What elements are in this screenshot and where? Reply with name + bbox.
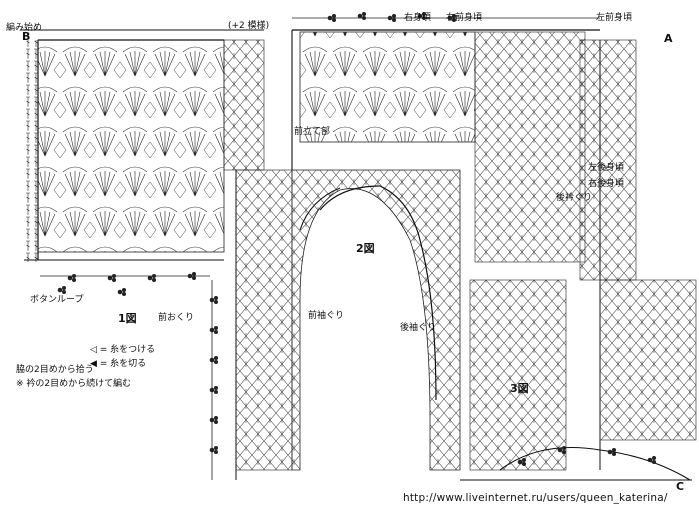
right-body-label: 右身頃 [404, 11, 431, 23]
front-edge-label: 前おくり [158, 311, 194, 323]
picot-border-front [209, 280, 218, 480]
fig1-label: 1図 [118, 311, 137, 325]
side-note-label: 左前身頃 [596, 11, 632, 23]
count-top-label: (+2 模様) [228, 19, 269, 31]
front-section-label: 前立て部 [294, 125, 330, 137]
picot-border-bottom [40, 272, 210, 296]
front-body-chart [24, 39, 265, 262]
back-neck-note: 後衿ぐり [556, 191, 592, 203]
back-body-chart [291, 12, 600, 263]
legend-attach: ◁ = 糸をつける [90, 343, 155, 355]
sleeve-chart [469, 279, 697, 481]
sleeve-back-label: 後袖ぐり [400, 321, 436, 333]
armhole-chart [291, 169, 461, 471]
front-edge-band [235, 169, 293, 471]
right-back-neck-label: 右後身頃 [588, 177, 624, 189]
marker-a: A [664, 32, 673, 45]
fig2-label: 2図 [356, 241, 375, 255]
legend-cut: ◀ = 糸を切る [90, 357, 146, 369]
marker-c: C [676, 480, 684, 493]
back-edge-band [579, 39, 637, 281]
right-front-label: 右前身頃 [446, 11, 482, 23]
start-label: 編み始め [6, 21, 42, 33]
left-back-neck-label: 左後身頃 [588, 161, 624, 173]
marker-b: B [22, 30, 30, 43]
sleeve-front-label: 前袖ぐり [308, 309, 344, 321]
source-url: http://www.liveinternet.ru/users/queen_k… [403, 492, 668, 504]
legend-note: ※ 衿の2目めから続けて編む [16, 377, 131, 389]
legend-button: ボタンループ [30, 294, 83, 305]
pickup-note: 脇の2目めから拾う [16, 363, 94, 375]
fig3-label: 3図 [510, 381, 529, 395]
